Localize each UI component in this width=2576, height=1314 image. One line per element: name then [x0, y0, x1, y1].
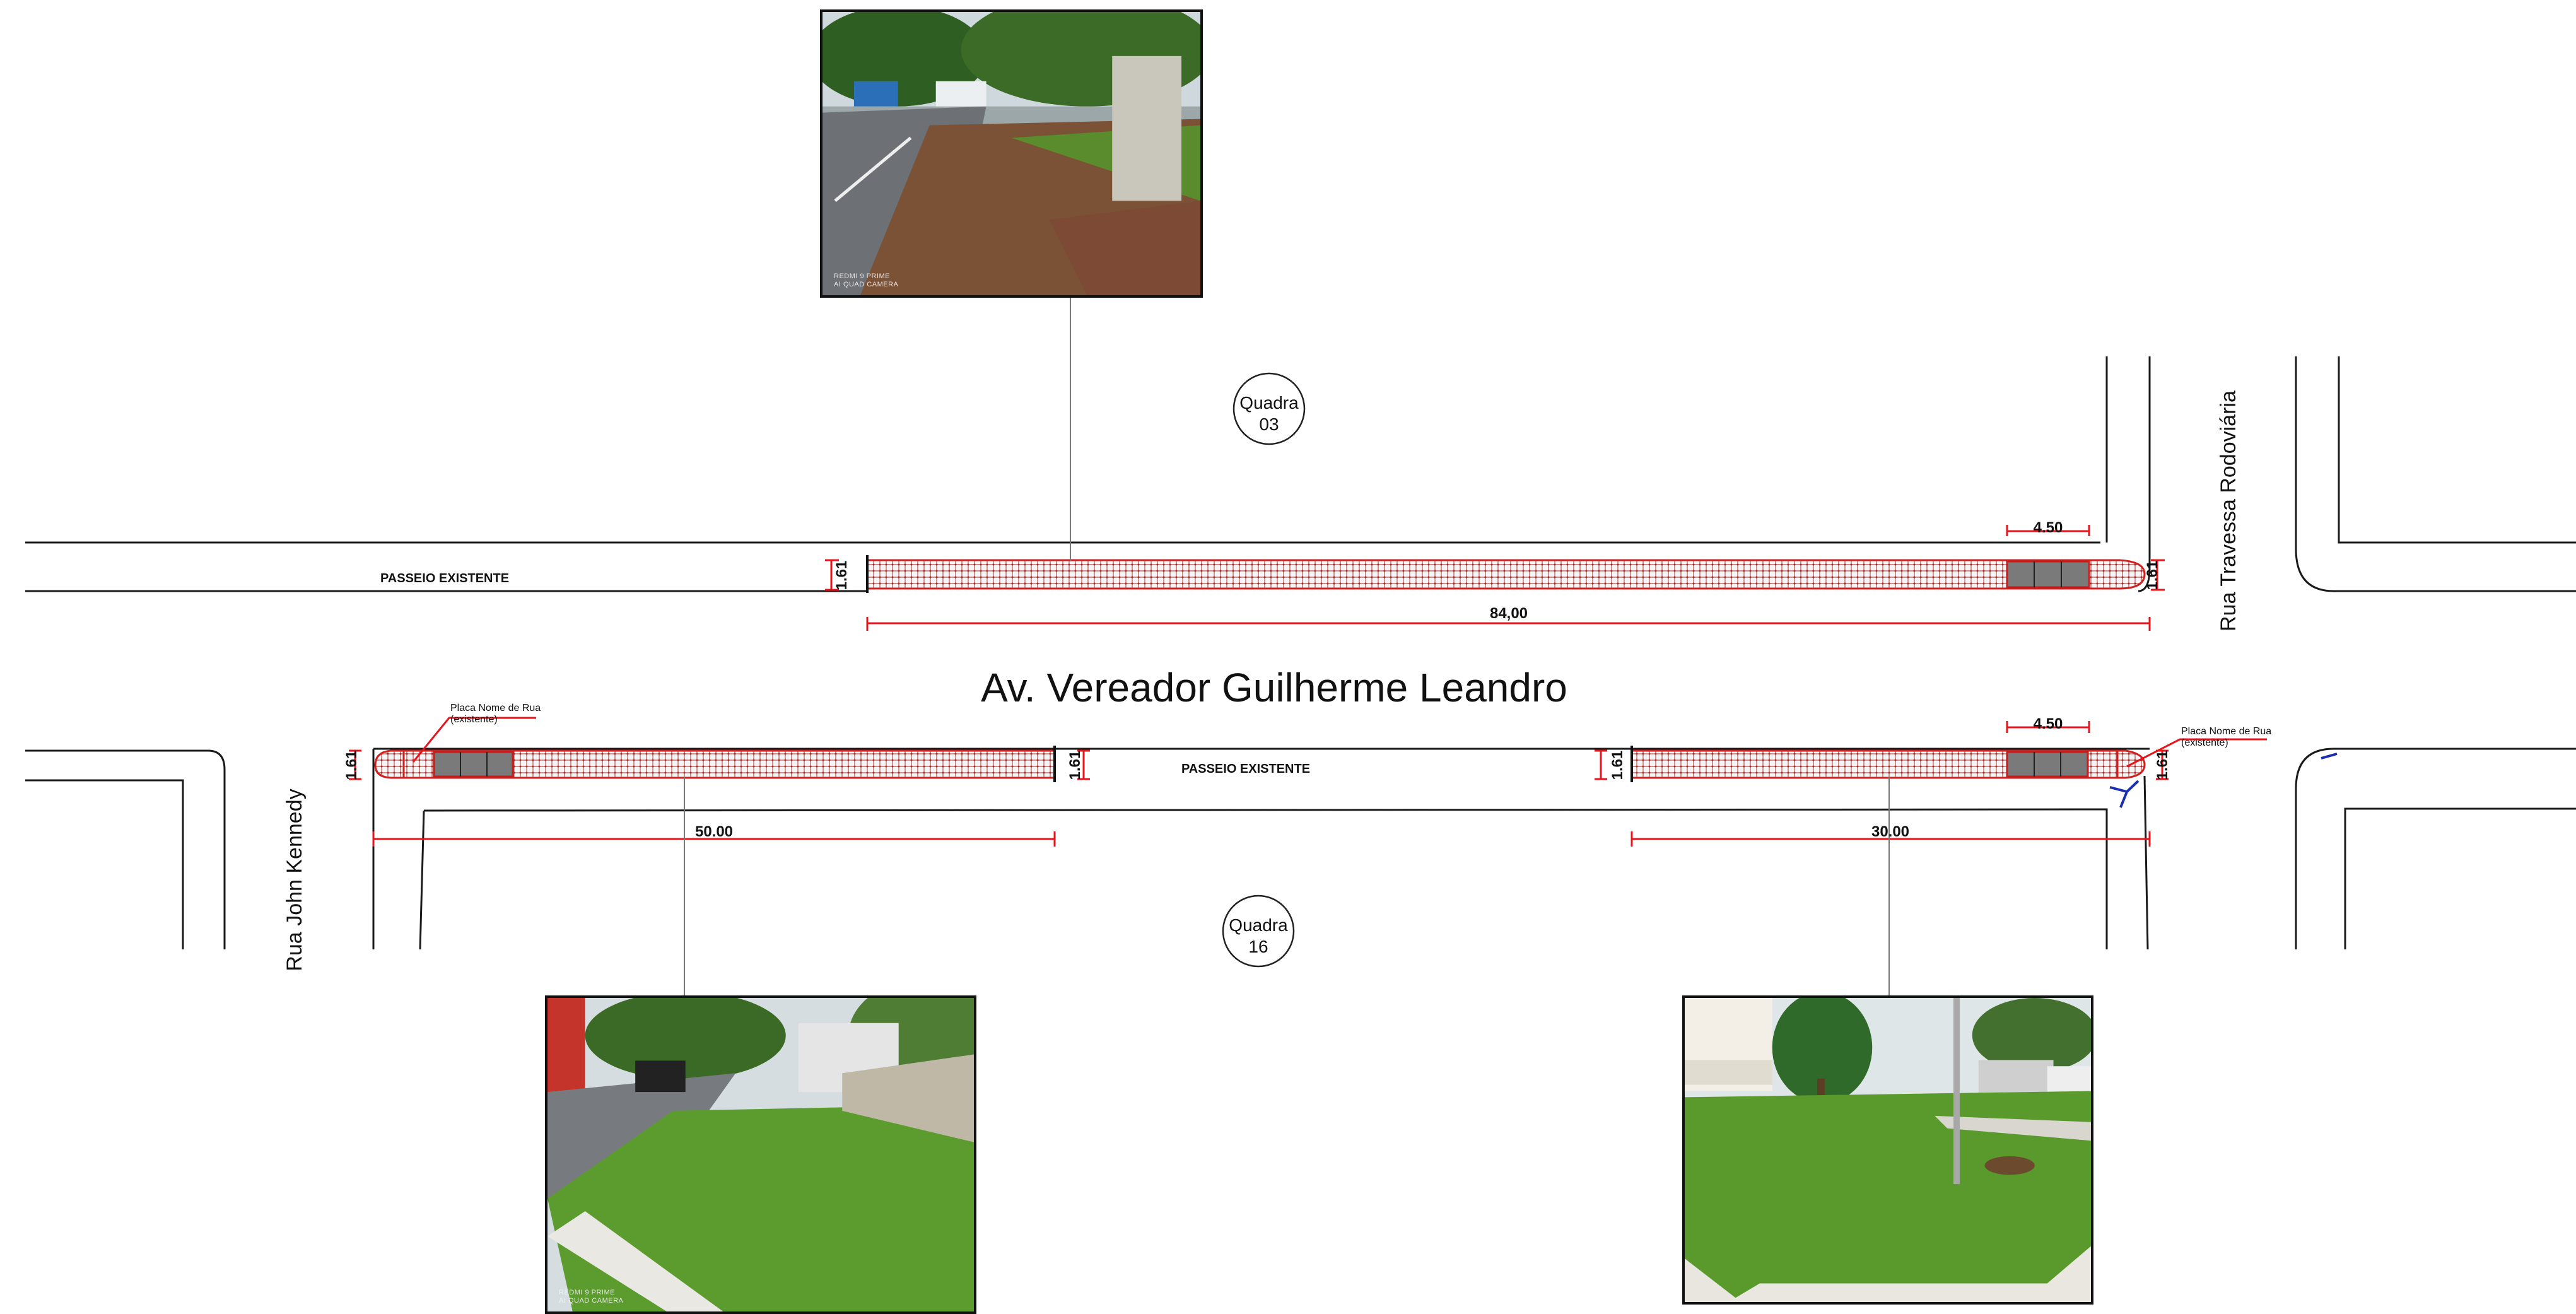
left-street-name: Rua John Kennedy [283, 789, 307, 971]
block-circle-north [1232, 372, 1306, 445]
avenue-name: Av. Vereador Guilherme Leandro [981, 665, 1567, 710]
south-dimension-lines [349, 717, 2267, 847]
block-label-north-line1: Quadra [1239, 393, 1299, 413]
site-photo-south-right [1682, 995, 2093, 1305]
block-label-south-line1: Quadra [1229, 915, 1288, 935]
photo-watermark: REDMI 9 PRIME AI QUAD CAMERA [834, 273, 899, 288]
south-new-sidewalk-left [374, 746, 1056, 782]
street-sign-right-sub: (existente) [2181, 737, 2228, 748]
dim-south-right-length: 30.00 [1871, 823, 1909, 840]
dim-south-width-b: 1.61 [1067, 751, 1084, 780]
dim-south-left-length: 50.00 [695, 823, 733, 840]
dim-north-width-right: 1.61 [2144, 561, 2161, 590]
north-dimension-lines [825, 525, 2165, 631]
dim-north-length: 84,00 [1490, 605, 1528, 622]
south-new-sidewalk-right [1630, 746, 2338, 808]
north-street-lines [25, 356, 2576, 592]
existing-sidewalk-south-label: PASSEIO EXISTENTE [1181, 762, 1310, 776]
photo-watermark: REDMI 9 PRIME AI QUAD CAMERA [559, 1289, 624, 1305]
site-photo-north: REDMI 9 PRIME AI QUAD CAMERA [820, 9, 1203, 298]
street-sign-right-label: Placa Nome de Rua [2181, 726, 2271, 737]
existing-sidewalk-north-label: PASSEIO EXISTENTE [380, 572, 509, 585]
north-new-sidewalk [866, 555, 2146, 593]
block-circle-south [1222, 895, 1295, 968]
block-label-north-line2: 03 [1259, 414, 1279, 434]
dim-south-width-c: 1.61 [1609, 751, 1626, 780]
site-photo-south-left: REDMI 9 PRIME AI QUAD CAMERA [545, 995, 976, 1314]
south-street-lines [25, 748, 2576, 950]
street-sign-left-sub: (existente) [450, 714, 498, 725]
dim-south-width-a: 1.61 [343, 751, 360, 780]
dim-south-ramp: 4.50 [2034, 715, 2063, 732]
block-label-south-line2: 16 [1248, 937, 1268, 956]
dim-north-ramp: 4.50 [2034, 519, 2063, 536]
street-sign-left-label: Placa Nome de Rua [450, 703, 541, 713]
dim-south-width-d: 1.61 [2154, 751, 2171, 780]
right-street-name: Rua Travessa Rodoviária [2216, 390, 2240, 631]
dim-north-width-left: 1.61 [833, 561, 850, 590]
